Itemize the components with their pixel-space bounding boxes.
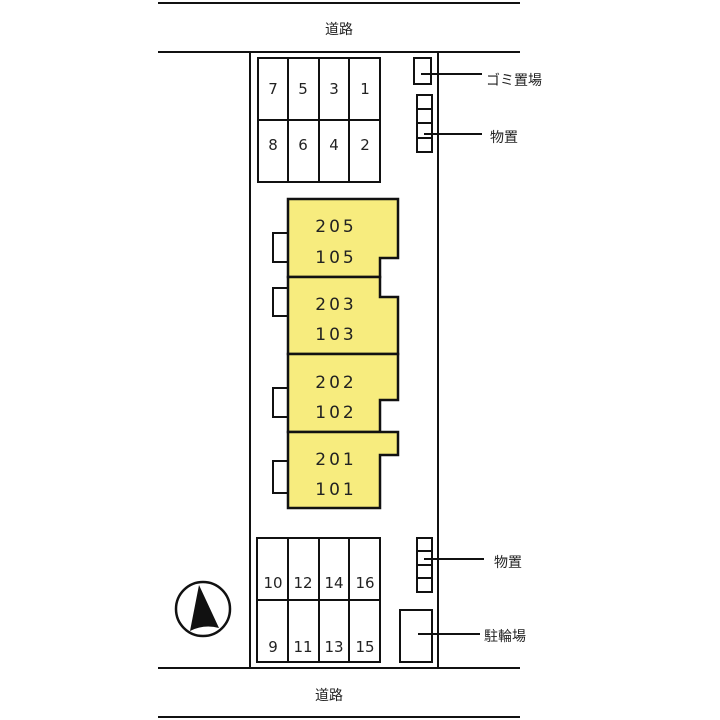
storage-top-label: 物置 <box>490 130 518 146</box>
storage-bottom-label: 物置 <box>494 555 522 571</box>
garbage-label: ゴミ置場 <box>486 72 542 89</box>
parking-space-number: 3 <box>329 80 339 98</box>
parking-space-number: 1 <box>360 80 370 98</box>
parking-bottom-numbers: 10 12 14 16 9 11 13 15 <box>263 574 374 656</box>
bicycle-parking <box>399 609 433 663</box>
unit-numbers: 205 105 203 103 202 102 201 101 <box>315 217 356 500</box>
parking-space-number: 7 <box>268 80 278 98</box>
unit-number: 203 <box>315 295 356 315</box>
unit-block-201-101 <box>286 430 400 510</box>
parking-space-number: 9 <box>268 638 278 656</box>
unit-number: 201 <box>315 450 356 470</box>
road-label-top: 道路 <box>325 22 353 38</box>
garbage-area <box>413 57 432 85</box>
parking-space-number: 14 <box>324 574 343 592</box>
parking-space-number: 11 <box>293 638 312 656</box>
north-arrow-icon <box>174 580 232 638</box>
bicycle-parking-label: 駐輪場 <box>484 628 526 645</box>
parking-space-number: 10 <box>263 574 282 592</box>
parking-space-number: 4 <box>329 136 339 154</box>
parking-space-number: 12 <box>293 574 312 592</box>
parking-space-number: 2 <box>360 136 370 154</box>
parking-space-number: 8 <box>268 136 278 154</box>
parking-space-number: 15 <box>355 638 374 656</box>
unit-number: 103 <box>315 325 356 345</box>
parking-space-number: 6 <box>298 136 308 154</box>
unit-number: 105 <box>315 248 356 268</box>
unit-number: 101 <box>315 480 356 500</box>
parking-space-number: 13 <box>324 638 343 656</box>
parking-space-number: 5 <box>298 80 308 98</box>
building <box>286 197 400 510</box>
road-label-bottom: 道路 <box>315 688 343 704</box>
unit-number: 202 <box>315 373 356 393</box>
parking-top-numbers: 7 5 3 1 8 6 4 2 <box>268 80 370 154</box>
parking-space-number: 16 <box>355 574 374 592</box>
unit-number: 205 <box>315 217 356 237</box>
unit-number: 102 <box>315 403 356 423</box>
